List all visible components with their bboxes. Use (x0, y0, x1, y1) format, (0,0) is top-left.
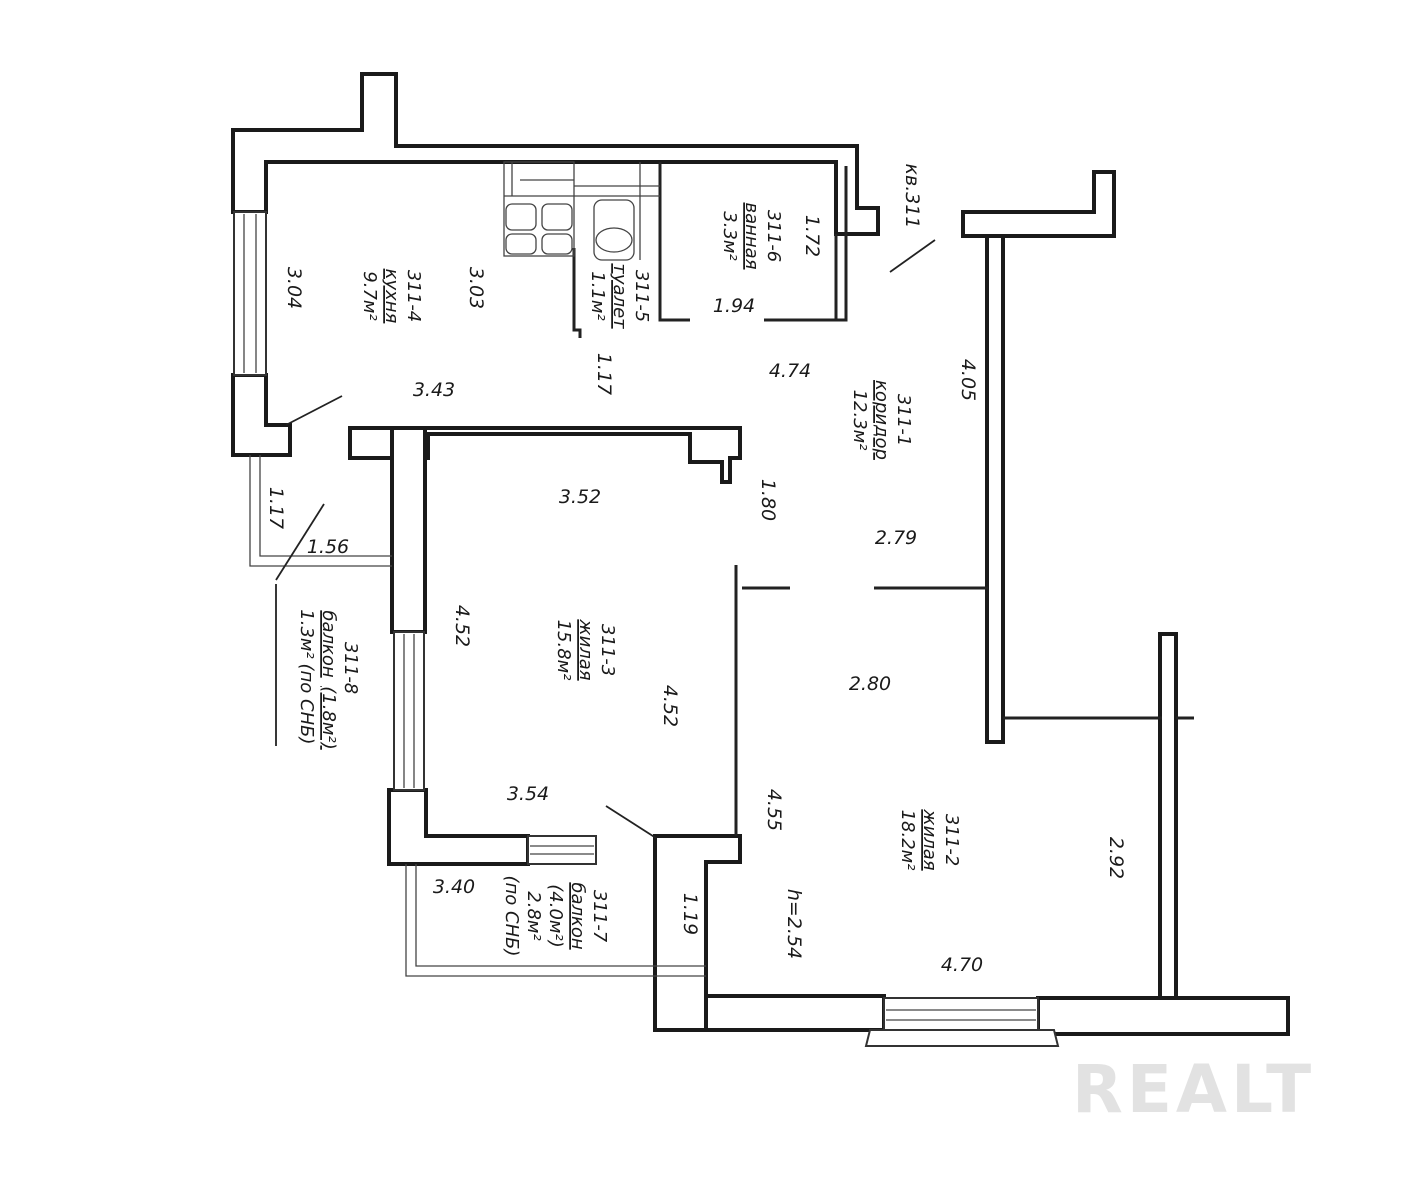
balcony-311-8-outline (249, 455, 392, 567)
kitchen-counter (503, 161, 575, 257)
room-311-2-bedroom: 311-2 жилая 18.2м² (897, 808, 962, 870)
room-311-3-living: 311-3 жилая 15.8м² (553, 618, 618, 680)
dim-label: 1.17 (265, 487, 287, 529)
svg-text:3.3м²: 3.3м² (719, 211, 740, 260)
dim-label: 4.52 (451, 605, 473, 647)
room-311-8-balcony: 311-8 балкон (1.8м²) 1.3м² (по СНБ) (296, 609, 361, 749)
kitchen-top-wall (231, 72, 880, 236)
svg-text:311-1: 311-1 (893, 394, 914, 446)
dim-label: 3.04 (283, 267, 305, 309)
kitchen-window (233, 211, 267, 376)
dim-label: 1.80 (757, 479, 779, 521)
fixtures (503, 161, 660, 261)
svg-text:311-3: 311-3 (597, 624, 618, 676)
windows (233, 211, 1060, 1047)
living-window (393, 631, 425, 791)
dim-label: 4.70 (941, 954, 983, 976)
dim-label: 3.43 (413, 379, 455, 401)
dim-label: 1.94 (713, 295, 755, 317)
svg-text:311-4: 311-4 (403, 270, 424, 322)
stove-burner-4 (541, 233, 573, 255)
room-311-6-bath: 311-6 ванная 3.3м² (719, 202, 784, 269)
svg-text:(по СНБ): (по СНБ) (501, 876, 522, 957)
svg-text:311-5: 311-5 (631, 270, 652, 322)
balcony-311-7-outline (405, 864, 706, 977)
svg-text:(4.0м²): (4.0м²) (545, 884, 566, 947)
room-311-5-toilet: 311-5 туалет 1.1м² (587, 263, 652, 329)
svg-text:кухня: кухня (381, 269, 402, 324)
dim-label: 3.54 (507, 783, 549, 805)
bedroom-top-wall (348, 426, 742, 484)
leader-lines (275, 239, 936, 839)
watermark: REALT (1072, 1051, 1315, 1128)
stove-burner-1 (505, 203, 537, 231)
svg-text:жилая: жилая (575, 618, 596, 680)
window-sill (864, 1029, 1060, 1047)
dim-label: 1.19 (679, 893, 701, 935)
balcony-311-7-inner (415, 864, 706, 967)
svg-text:311-6: 311-6 (763, 210, 784, 262)
dim-label: 1.17 (593, 353, 615, 395)
toilet-tank (593, 199, 635, 261)
ceiling-height-label: h=2.54 (783, 889, 805, 959)
room-labels: 311-4 кухня 9.7м² 311-5 туалет 1.1м² 311… (275, 202, 962, 957)
dim-label: 2.80 (849, 673, 891, 695)
bedroom-right-wall (1158, 632, 1178, 1000)
bottom-wall-right (1036, 996, 1290, 1036)
right-top-wall (961, 170, 1116, 238)
bath-left-partition (658, 162, 690, 322)
svg-text:коридор: коридор (871, 380, 892, 460)
svg-text:1.3м²: 1.3м² (296, 609, 317, 658)
toilet-partition (572, 248, 582, 338)
svg-text:18.2м²: 18.2м² (897, 810, 918, 871)
svg-text:311-7: 311-7 (589, 890, 610, 943)
toilet-bowl (595, 227, 633, 253)
dimension-labels: 3.04 3.03 3.43 1.17 1.72 1.94 4.74 4.05 … (265, 164, 1127, 976)
svg-text:1.1м²: 1.1м² (587, 271, 608, 320)
bedroom-left-pier (653, 834, 742, 1032)
svg-text:(1.8м²): (1.8м²) (318, 686, 339, 749)
corridor-right-wall (985, 234, 1005, 744)
svg-text:12.3м²: 12.3м² (849, 390, 870, 451)
dim-label: 4.05 (957, 359, 979, 401)
apartment-label: кв.311 (901, 164, 923, 229)
bath-bottom-partition (764, 166, 848, 322)
dim-label: 2.92 (1105, 837, 1127, 879)
dim-label: 3.03 (465, 267, 487, 309)
svg-text:(по СНБ): (по СНБ) (296, 664, 317, 745)
dim-label: 1.72 (801, 215, 823, 257)
svg-text:туалет: туалет (609, 263, 630, 329)
dim-label: 2.79 (875, 527, 917, 549)
partitions (572, 162, 1194, 836)
balconies (249, 455, 706, 977)
svg-text:жилая: жилая (919, 808, 940, 870)
dim-label: 3.52 (559, 486, 601, 508)
room-311-4-kitchen: 311-4 кухня 9.7м² (359, 269, 424, 324)
balcony-door-glass (527, 835, 597, 865)
dim-label: 4.74 (769, 360, 811, 382)
stove-burner-3 (505, 233, 537, 255)
balcony-311-8-inner (259, 455, 392, 557)
room-311-7-balcony: 311-7 балкон (4.0м²) 2.8м² (по СНБ) (501, 876, 610, 957)
svg-text:2.8м²: 2.8м² (523, 891, 544, 940)
svg-text:15.8м²: 15.8м² (553, 620, 574, 681)
bedroom-window (883, 997, 1039, 1031)
dim-label: 3.40 (433, 876, 475, 898)
kitchen-left-pier (231, 373, 292, 457)
svg-text:балкон: балкон (318, 610, 339, 678)
room-311-1-corridor: 311-1 коридор 12.3м² (849, 380, 914, 460)
dim-label: 4.52 (659, 685, 681, 727)
outer-walls (231, 72, 1290, 1036)
dim-label: 1.56 (307, 536, 349, 558)
svg-text:балкон: балкон (567, 882, 588, 950)
svg-text:311-8: 311-8 (340, 642, 361, 694)
dim-label: 4.55 (763, 789, 785, 831)
svg-text:311-2: 311-2 (941, 814, 962, 866)
stove-burner-2 (541, 203, 573, 231)
bottom-wall-left (704, 994, 886, 1032)
svg-text:9.7м²: 9.7м² (359, 271, 380, 320)
living-left-wall-upper (390, 426, 427, 634)
svg-text:ванная: ванная (741, 202, 762, 269)
